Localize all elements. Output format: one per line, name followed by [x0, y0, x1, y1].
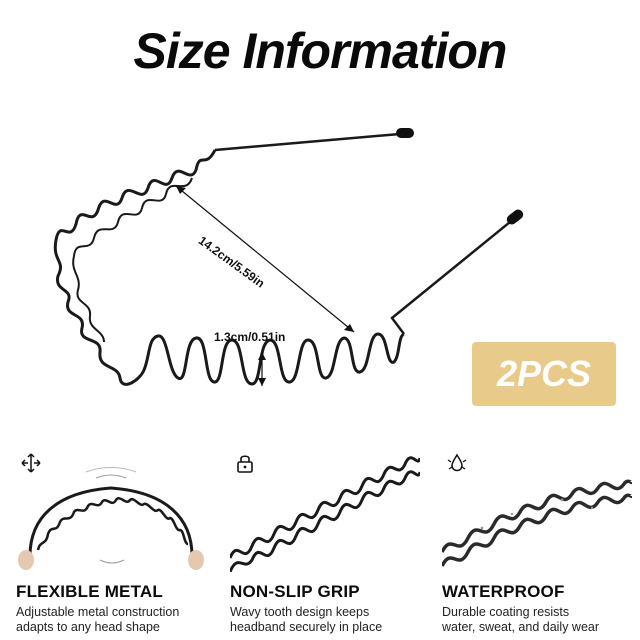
feature-description-line: headband securely in place [230, 620, 383, 634]
headband-wave [53, 149, 405, 386]
feature-image-flexible [18, 467, 204, 570]
arm-tip-lower [506, 209, 524, 225]
feature-description: Durable coating resists water, sweat, an… [442, 605, 638, 635]
features-section: FLEXIBLE METAL Adjustable metal construc… [14, 448, 632, 640]
feature-flexible-metal: FLEXIBLE METAL Adjustable metal construc… [16, 448, 206, 640]
headband-drawing [53, 128, 524, 386]
length-arrow [175, 185, 355, 333]
expand-arrows-icon [21, 453, 41, 473]
feature-non-slip-grip: NON-SLIP GRIP Wavy tooth design keeps he… [230, 448, 420, 640]
feature-description-line: adapts to any head shape [16, 620, 160, 634]
feature-image-grip [230, 456, 420, 572]
headband-arm-lower [390, 221, 511, 335]
feature-description-line: water, sweat, and daily wear [442, 620, 600, 634]
feature-waterproof: WATERPROOF Durable coating resists water… [442, 448, 632, 640]
water-drop-icon [447, 453, 467, 472]
feature-heading: NON-SLIP GRIP [230, 582, 360, 601]
lock-icon [237, 455, 253, 473]
feature-description-line: Adjustable metal construction [16, 605, 180, 619]
product-image-headband: 14.2cm/5.59in 1.3cm/0.51in [0, 100, 640, 420]
feature-description: Wavy tooth design keeps headband securel… [230, 605, 426, 635]
arm-tip-upper [396, 128, 414, 138]
headband-wave-inner [72, 177, 193, 343]
feature-image-waterproof [442, 479, 632, 567]
height-dimension-label: 1.3cm/0.51in [214, 330, 286, 344]
headband-arm-upper [214, 132, 401, 152]
quantity-badge: 2PCS [472, 342, 616, 406]
feature-description: Adjustable metal construction adapts to … [16, 605, 212, 635]
feature-description-line: Durable coating resists [442, 605, 570, 619]
feature-heading: WATERPROOF [442, 582, 565, 601]
quantity-badge-text: 2PCS [496, 353, 592, 394]
feature-heading: FLEXIBLE METAL [16, 582, 163, 601]
page-title: Size Information [133, 23, 508, 79]
feature-description-line: Wavy tooth design keeps [230, 605, 370, 619]
